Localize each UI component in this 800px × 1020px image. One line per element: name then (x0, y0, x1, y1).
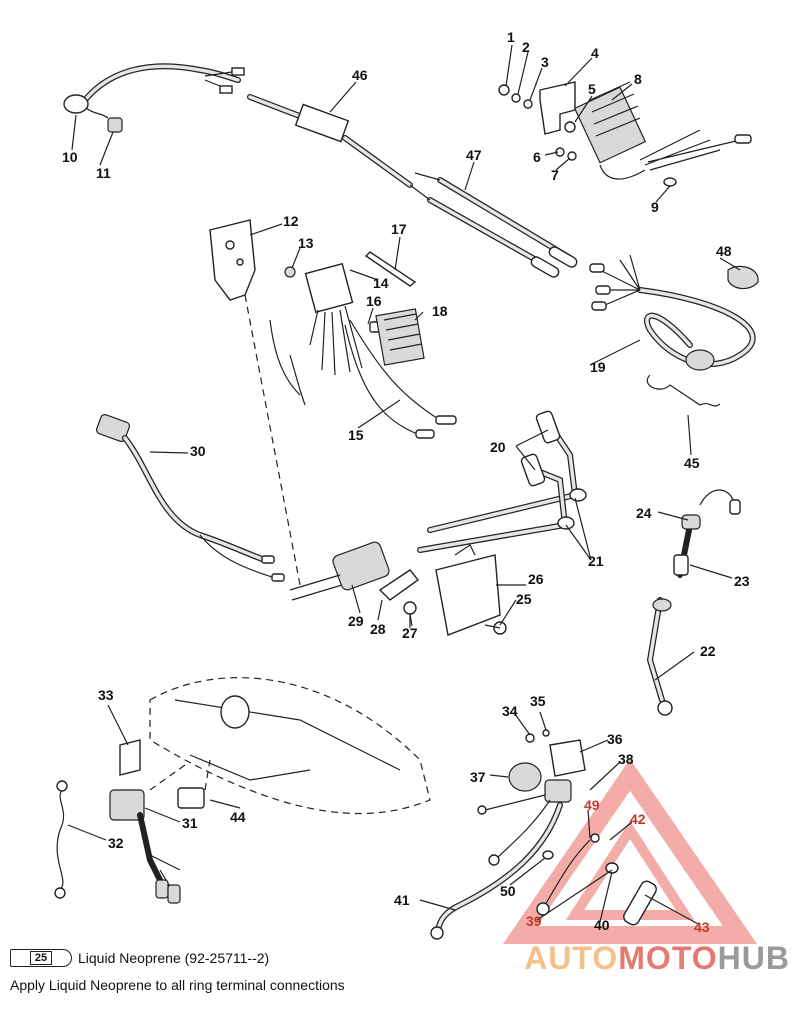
callout-47: 47 (466, 147, 482, 163)
callout-29: 29 (348, 613, 364, 629)
callout-22: 22 (700, 643, 716, 659)
callout-18: 18 (432, 303, 448, 319)
spark-plug-leads (417, 410, 587, 553)
callout-26: 26 (528, 571, 544, 587)
callout-labels: 1 2 3 4 5 6 7 8 9 10 11 12 13 14 15 16 1… (62, 29, 750, 935)
callout-48: 48 (716, 243, 732, 259)
callout-41: 41 (394, 892, 410, 908)
callout-43: 43 (694, 919, 710, 935)
callout-7: 7 (551, 167, 559, 183)
sender-harness (63, 63, 245, 133)
sealant-label: Liquid Neoprene (92-25711--2) (78, 950, 270, 966)
sealant-tube-number: 25 (29, 951, 53, 965)
callout-36: 36 (607, 731, 623, 747)
callout-25: 25 (516, 591, 532, 607)
stop-switch-lead (96, 413, 285, 582)
callout-6: 6 (533, 149, 541, 165)
watermark-part-2: MOTO (618, 940, 718, 976)
ground-lead (646, 489, 741, 716)
callout-38: 38 (618, 751, 634, 767)
callout-16: 16 (366, 293, 382, 309)
callout-1: 1 (507, 29, 515, 45)
legend: 25 Liquid Neoprene (92-25711--2) Apply L… (10, 945, 345, 993)
callout-5: 5 (588, 81, 596, 97)
callout-28: 28 (370, 621, 386, 637)
watermark-logo: AUTOMOTOHUB (524, 940, 790, 977)
callout-10: 10 (62, 149, 78, 165)
callout-34: 34 (502, 703, 518, 719)
callout-8: 8 (634, 71, 642, 87)
callout-35: 35 (530, 693, 546, 709)
watermark-part-1: AUTO (524, 940, 619, 976)
callout-40: 40 (594, 917, 610, 933)
sealant-tube-icon: 25 (10, 949, 72, 967)
extension-harness (589, 254, 759, 407)
application-note: Apply Liquid Neoprene to all ring termin… (10, 977, 345, 993)
callout-49: 49 (584, 797, 600, 813)
callout-21: 21 (588, 553, 604, 569)
callout-14: 14 (373, 275, 389, 291)
callout-32: 32 (108, 835, 124, 851)
callout-50: 50 (500, 883, 516, 899)
callout-15: 15 (348, 427, 364, 443)
callout-45: 45 (684, 455, 700, 471)
callout-13: 13 (298, 235, 314, 251)
ignition-coil-assembly (244, 294, 507, 636)
callout-42: 42 (630, 811, 646, 827)
callout-46: 46 (352, 67, 368, 83)
callout-19: 19 (590, 359, 606, 375)
callout-17: 17 (391, 221, 407, 237)
callout-23: 23 (734, 573, 750, 589)
watermark-part-3: HUB (717, 940, 790, 976)
callout-20: 20 (490, 439, 506, 455)
callout-24: 24 (636, 505, 652, 521)
callout-9: 9 (651, 199, 659, 215)
callout-11: 11 (96, 165, 111, 181)
main-harness-cable (247, 94, 578, 278)
switch-box-assembly (209, 219, 457, 439)
callout-31: 31 (182, 815, 198, 831)
callout-3: 3 (541, 54, 549, 70)
callout-33: 33 (98, 687, 114, 703)
callout-12: 12 (283, 213, 299, 229)
callout-44: 44 (230, 809, 246, 825)
callout-2: 2 (522, 39, 530, 55)
callout-30: 30 (190, 443, 206, 459)
callout-4: 4 (591, 45, 599, 61)
leader-lines (67, 44, 741, 926)
starter-solenoid-assembly (430, 729, 657, 940)
callout-27: 27 (402, 625, 418, 641)
callout-37: 37 (470, 769, 486, 785)
rectifier-regulator-assembly (498, 81, 752, 187)
lower-cowl (54, 677, 431, 904)
callout-39: 39 (526, 913, 542, 929)
